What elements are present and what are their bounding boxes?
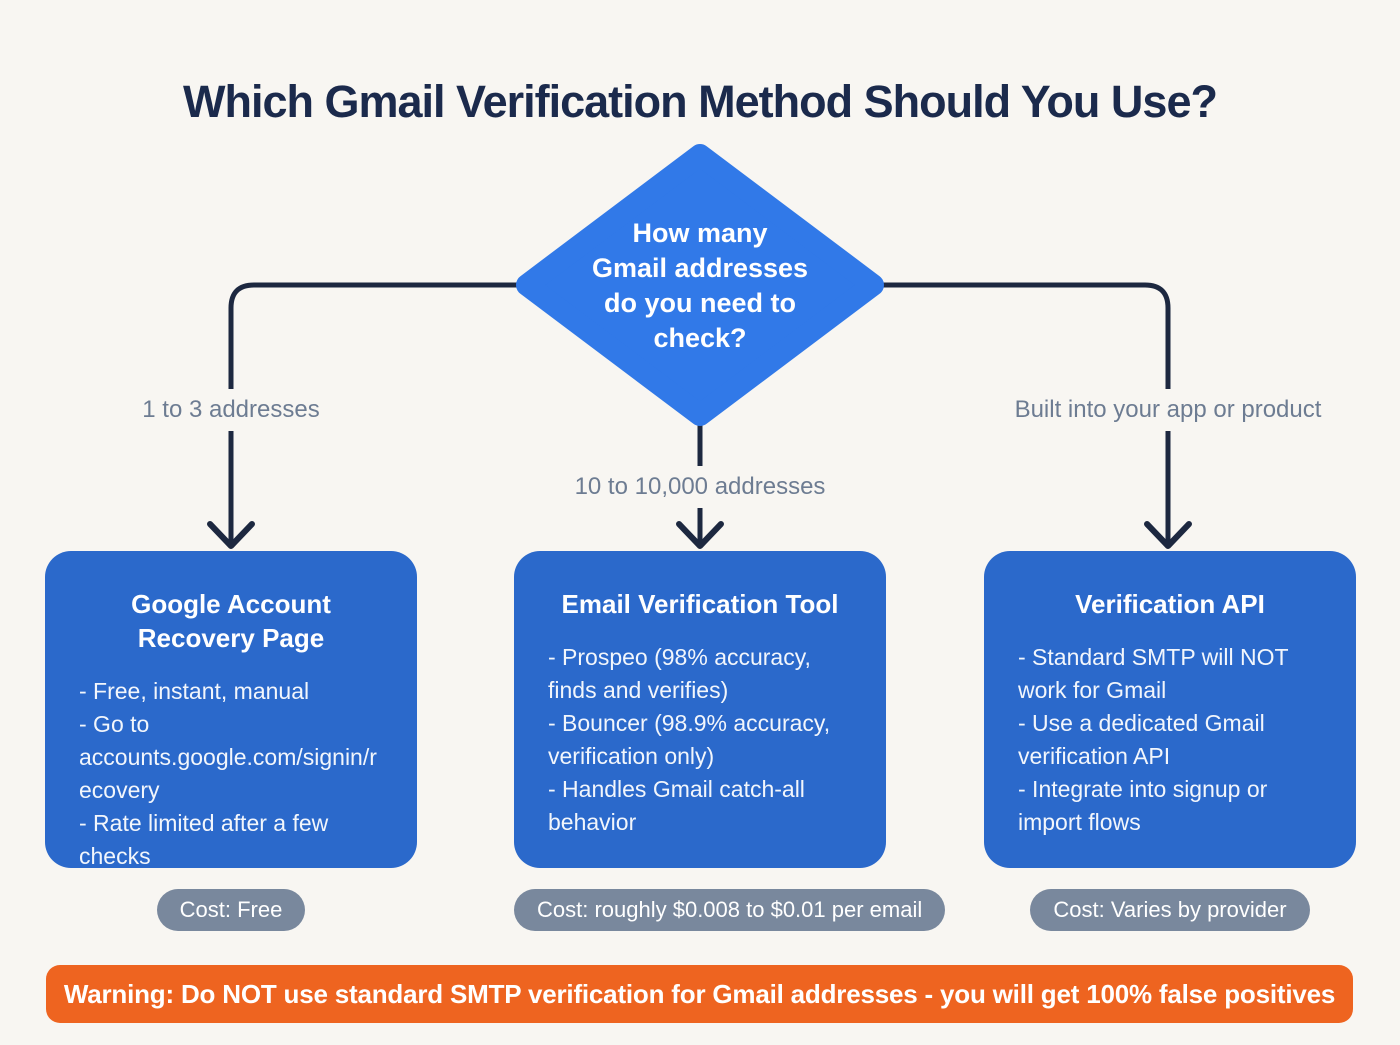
badge-row-right: Cost: Varies by provider bbox=[984, 889, 1356, 931]
method-box-recovery-page: Google Account Recovery Page - Free, ins… bbox=[45, 551, 417, 869]
box-item: - Rate limited after a few checks bbox=[79, 810, 329, 869]
branch-label-middle: 10 to 10,000 addresses bbox=[562, 466, 838, 508]
arrowhead-right-icon bbox=[1144, 521, 1192, 549]
decision-diamond bbox=[516, 144, 884, 426]
badge-row-left: Cost: Free bbox=[45, 889, 417, 931]
box-title: Google Account Recovery Page bbox=[131, 589, 331, 653]
warning-banner: Warning: Do NOT use standard SMTP verifi… bbox=[46, 965, 1353, 1023]
branch-label-right: Built into your app or product bbox=[1002, 389, 1334, 431]
page-title: Which Gmail Verification Method Should Y… bbox=[183, 76, 1218, 128]
method-box-verification-tool: Email Verification Tool - Prospeo (98% a… bbox=[514, 551, 886, 868]
box-item-list: - Standard SMTP will NOT work for Gmail … bbox=[1018, 641, 1322, 839]
box-item-list: - Prospeo (98% accuracy, finds and verif… bbox=[548, 641, 852, 839]
arrowhead-left-icon bbox=[207, 521, 255, 549]
warning-text: Warning: Do NOT use standard SMTP verifi… bbox=[63, 978, 1336, 1009]
box-item: - Use a dedicated Gmail verification API bbox=[1018, 710, 1265, 769]
cost-badge-verification-api: Cost: Varies by provider bbox=[1030, 889, 1310, 931]
decision-question: How many Gmail addresses do you need to … bbox=[591, 218, 809, 353]
box-item-list: - Free, instant, manual - Go to accounts… bbox=[79, 675, 383, 873]
box-title: Verification API bbox=[1075, 589, 1265, 619]
connector-right bbox=[880, 282, 1171, 546]
box-title: Email Verification Tool bbox=[561, 589, 839, 619]
box-item: - Bouncer (98.9% accuracy, verification … bbox=[548, 710, 831, 769]
connector-left bbox=[228, 282, 520, 546]
box-item: - Go to accounts.google.com/signin/recov… bbox=[79, 711, 377, 803]
cost-badge-recovery-page: Cost: Free bbox=[156, 889, 306, 931]
branch-label-left: 1 to 3 addresses bbox=[130, 389, 332, 431]
box-item: - Handles Gmail catch-all behavior bbox=[548, 776, 805, 835]
box-item: - Prospeo (98% accuracy, finds and verif… bbox=[548, 644, 811, 703]
box-item: - Standard SMTP will NOT work for Gmail bbox=[1018, 644, 1289, 703]
arrowhead-middle-icon bbox=[676, 521, 724, 549]
box-item: - Integrate into signup or import flows bbox=[1018, 776, 1268, 835]
badge-row-middle: Cost: roughly $0.008 to $0.01 per email bbox=[514, 889, 946, 931]
box-item: - Free, instant, manual bbox=[79, 678, 310, 704]
cost-badge-verification-tool: Cost: roughly $0.008 to $0.01 per email bbox=[514, 889, 946, 931]
method-box-verification-api: Verification API - Standard SMTP will NO… bbox=[984, 551, 1356, 868]
